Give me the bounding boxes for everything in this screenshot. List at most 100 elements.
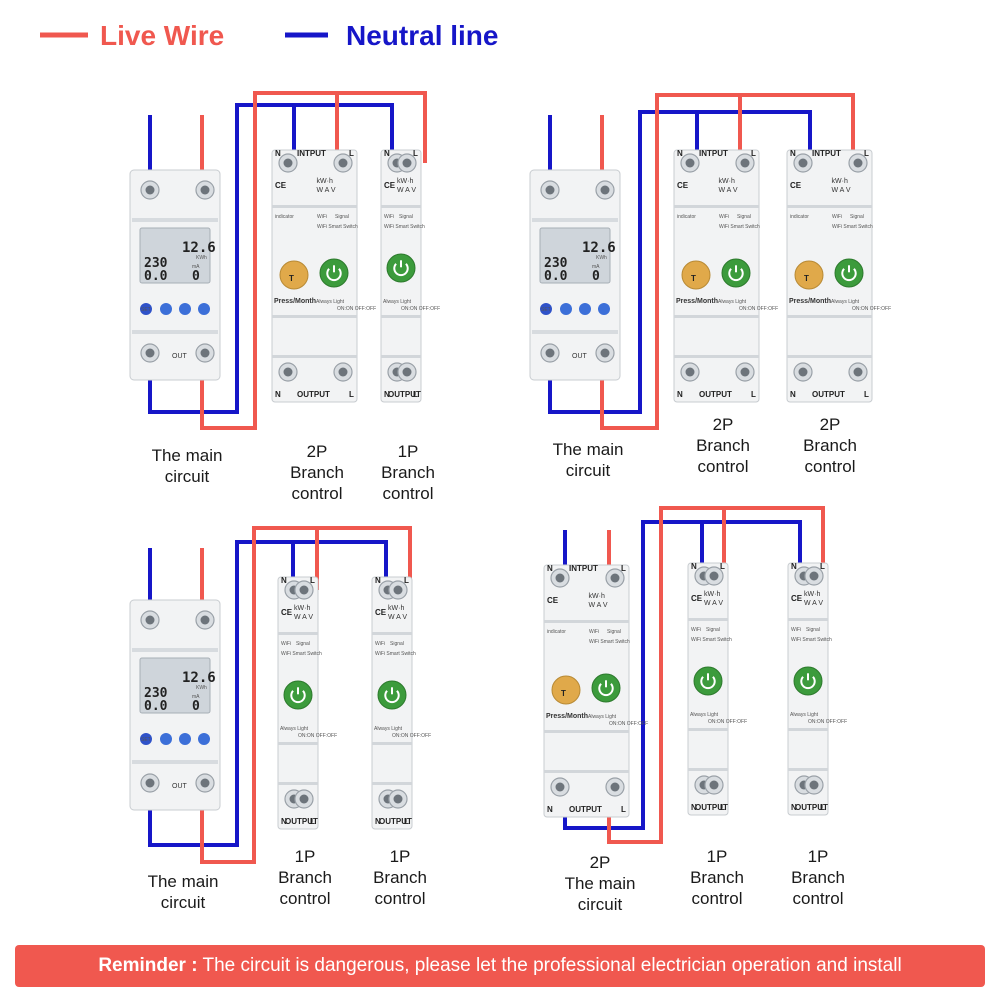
input-label: INTPUT [812, 149, 841, 158]
caption-line: The main [152, 446, 223, 465]
caption-line: circuit [566, 461, 611, 480]
meter-divider [532, 330, 618, 334]
terminal-screw-head [685, 158, 695, 168]
wifi-smart-label: WiFi Smart Switch [384, 224, 425, 230]
lcd-kwh-unit: KWh [196, 685, 207, 691]
neutral-wire [563, 520, 802, 830]
kwh-label: kW·h [704, 591, 720, 598]
signal-label: Signal [390, 641, 404, 647]
wifi-smart-label: WiFi Smart Switch [317, 224, 358, 230]
caption-line: 1P [398, 442, 419, 461]
caption-line: Branch [373, 868, 427, 887]
terminal-screw-head [853, 158, 863, 168]
ce-mark: CE [677, 181, 689, 190]
test-button-label: T [804, 274, 809, 283]
indicator-label: indicator [790, 214, 809, 220]
breaker-divider [788, 618, 828, 621]
lcd-milliamp: 0 [192, 699, 200, 714]
caption-line: The main [553, 440, 624, 459]
caption-line: 1P [808, 847, 829, 866]
on-off-label: ON:ON OFF:OFF [401, 306, 440, 312]
always-light-label: Always Light [831, 299, 860, 305]
test-button [794, 260, 824, 290]
signal-label: Signal [737, 214, 751, 220]
caption-line: 1P [390, 847, 411, 866]
lcd-voltage: 230 [144, 686, 168, 701]
meter-button [579, 303, 591, 315]
terminal-screw-head [709, 571, 719, 581]
l-label: L [404, 817, 409, 826]
kwh-label: kW·h [317, 178, 333, 185]
output-label: OUTPUT [812, 390, 845, 399]
wifi-label: WiFi [589, 629, 599, 635]
n-label: N [791, 803, 797, 812]
breaker-divider [544, 620, 629, 623]
terminal-screw-head [145, 185, 155, 195]
l-label: L [310, 576, 315, 585]
breaker-divider [272, 315, 357, 318]
out-label: OUT [172, 353, 188, 360]
caption-line: control [691, 889, 742, 908]
n-label: N [791, 562, 797, 571]
lcd-screen [139, 657, 211, 714]
terminal-screw-head [555, 782, 565, 792]
breaker-divider [278, 782, 318, 785]
wav-label: W A V [719, 187, 738, 194]
meter-button [198, 733, 210, 745]
ce-mark: CE [790, 181, 802, 190]
terminal-screw-head [709, 780, 719, 790]
wifi-label: WiFi [791, 627, 801, 633]
press-month-label: Press/Month [676, 298, 718, 305]
test-button-label: T [289, 274, 294, 283]
power-icon [728, 268, 744, 282]
reminder-text: The circuit is dangerous, please let the… [197, 955, 902, 976]
breaker-divider [381, 205, 421, 208]
ce-mark: CE [691, 594, 703, 603]
on-off-label: ON:ON OFF:OFF [808, 719, 847, 725]
output-label: OUTPUT [388, 390, 421, 399]
lcd-current: 0.0 [144, 699, 168, 714]
meter-divider [132, 760, 218, 764]
input-label: INTPUT [297, 149, 326, 158]
l-label: L [413, 390, 418, 399]
wifi-label: WiFi [317, 214, 327, 220]
terminal-screw-head [393, 585, 403, 595]
output-label: OUTPUT [695, 803, 728, 812]
power-button [693, 666, 723, 696]
breaker-divider [787, 355, 872, 358]
terminal-screw-head [299, 585, 309, 595]
lcd-ma-unit: mA [192, 694, 200, 700]
lcd-current: 0.0 [544, 269, 568, 284]
n-label: N [547, 564, 553, 573]
signal-label: Signal [850, 214, 864, 220]
meter-divider [532, 218, 618, 222]
meter-button [160, 733, 172, 745]
lcd-kwh-value: 12.6 [182, 670, 216, 686]
terminal-screw-head [402, 367, 412, 377]
on-off-label: ON:ON OFF:OFF [337, 306, 376, 312]
lcd-ma-unit: mA [592, 264, 600, 270]
breaker-divider [787, 315, 872, 318]
n-label: N [790, 149, 796, 158]
signal-label: Signal [607, 629, 621, 635]
caption-line: control [792, 889, 843, 908]
n-label: N [375, 817, 381, 826]
terminal-screw-head [685, 367, 695, 377]
n-label: N [384, 149, 390, 158]
caption-line: circuit [165, 467, 210, 486]
signal-label: Signal [806, 627, 820, 633]
live-wire [607, 506, 825, 844]
kwh-label: kW·h [397, 178, 413, 185]
caption-line: Branch [791, 868, 845, 887]
wav-label: W A V [704, 600, 723, 607]
breaker-divider [688, 728, 728, 731]
terminal-screw-head [299, 794, 309, 804]
test-button-label: T [691, 274, 696, 283]
meter-button [560, 303, 572, 315]
